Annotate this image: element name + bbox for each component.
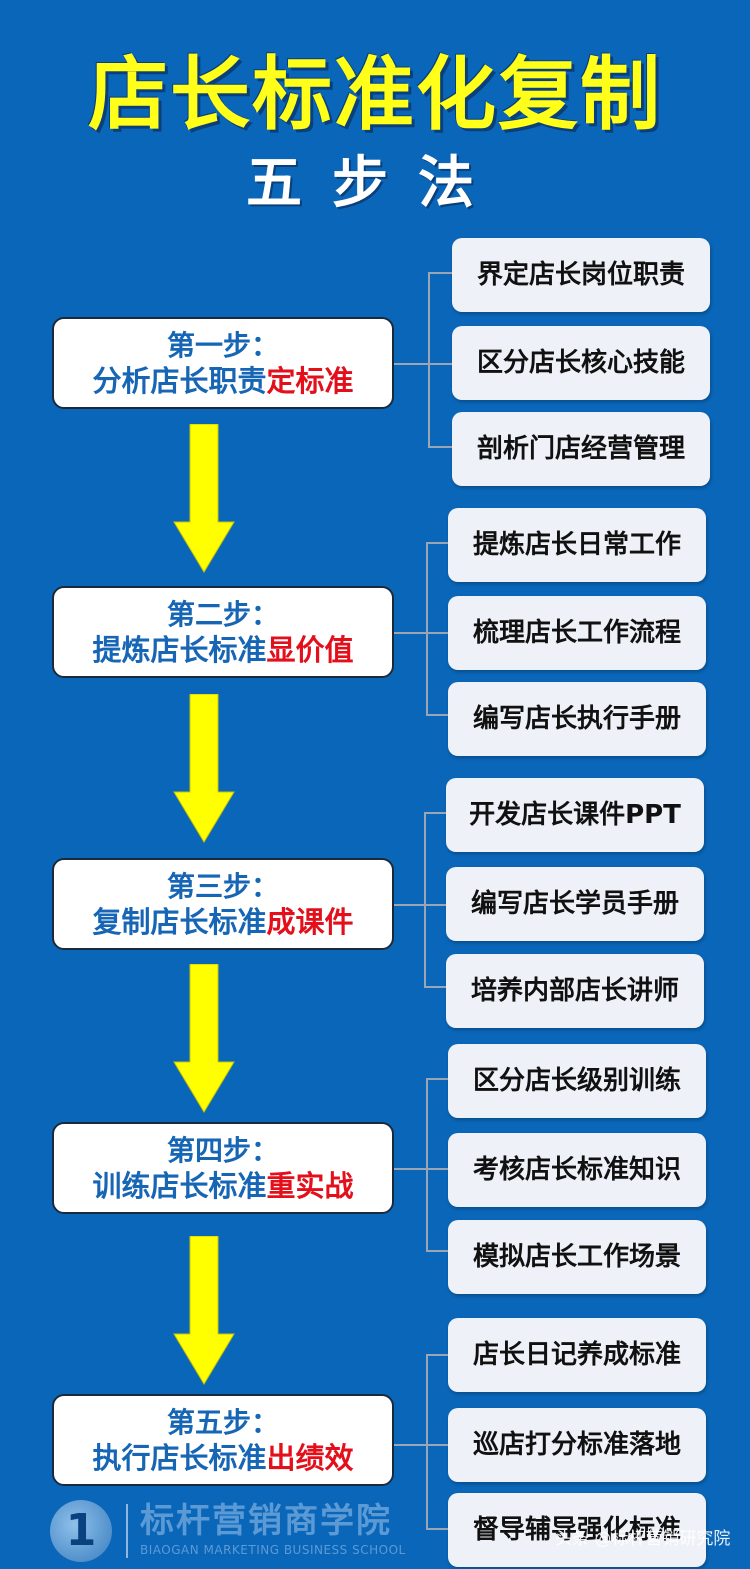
step-text: 复制店长标准成课件 — [54, 904, 392, 940]
step-item: 店长日记养成标准 — [448, 1318, 706, 1392]
step-item: 区分店长级别训练 — [448, 1044, 706, 1118]
step-item: 模拟店长工作场景 — [448, 1220, 706, 1294]
step-main-text: 分析店长职责 — [92, 364, 267, 398]
step-item: 提炼店长日常工作 — [448, 508, 706, 582]
connector-line — [428, 446, 452, 448]
down-arrow-icon — [173, 1236, 235, 1385]
step-text: 分析店长职责定标准 — [54, 363, 392, 399]
connector-line — [426, 1354, 428, 1530]
connector-line — [426, 1250, 450, 1252]
connector-line — [428, 272, 452, 274]
connector-line — [426, 1354, 450, 1356]
step-item: 督导辅导强化标准 — [448, 1493, 706, 1567]
step-text: 训练店长标准重实战 — [54, 1168, 392, 1204]
connector-line — [392, 904, 426, 906]
step-item: 培养内部店长讲师 — [446, 954, 704, 1028]
connector-line — [394, 363, 430, 365]
step-1-box: 第一步： 分析店长职责定标准 — [52, 317, 394, 409]
connector-line — [424, 986, 446, 988]
connector-line — [426, 632, 450, 634]
step-item: 区分店长核心技能 — [452, 326, 710, 400]
step-item: 考核店长标准知识 — [448, 1133, 706, 1207]
down-arrow-icon — [173, 964, 235, 1113]
step-5-box: 第五步： 执行店长标准出绩效 — [52, 1394, 394, 1486]
step-main-text: 复制店长标准 — [92, 905, 267, 939]
step-emphasis: 重实战 — [266, 1169, 354, 1203]
logo-english-name: BIAOGAN MARKETING BUSINESS SCHOOL — [140, 1543, 406, 1557]
connector-line — [424, 904, 446, 906]
logo-mark-icon: 1 — [50, 1500, 112, 1562]
step-main-text: 执行店长标准 — [92, 1441, 267, 1475]
page-title: 店长标准化复制 — [88, 48, 662, 141]
connector-line — [428, 272, 430, 448]
connector-line — [426, 1444, 450, 1446]
step-2-box: 第二步： 提炼店长标准显价值 — [52, 586, 394, 678]
step-text: 执行店长标准出绩效 — [54, 1440, 392, 1476]
step-emphasis: 成课件 — [266, 905, 354, 939]
connector-line — [426, 542, 428, 716]
connector-line — [426, 714, 450, 716]
connector-line — [426, 1078, 450, 1080]
connector-line — [426, 542, 450, 544]
step-emphasis: 显价值 — [266, 633, 354, 667]
watermark: 头条 @标杆营销研究院 — [555, 1529, 731, 1549]
step-label: 第一步： — [166, 329, 279, 362]
down-arrow-icon — [173, 424, 235, 573]
step-item: 开发店长课件PPT — [446, 778, 704, 852]
connector-line — [424, 812, 446, 814]
step-label: 第四步： — [166, 1134, 279, 1167]
step-item: 编写店长学员手册 — [446, 867, 704, 941]
step-main-text: 训练店长标准 — [92, 1169, 267, 1203]
down-arrow-icon — [173, 694, 235, 843]
brand-logo: 1 标杆营销商学院 BIAOGAN MARKETING BUSINESS SCH… — [50, 1498, 405, 1564]
step-item: 界定店长岗位职责 — [452, 238, 710, 312]
connector-line — [392, 1444, 428, 1446]
connector-line — [428, 363, 452, 365]
connector-line — [392, 1168, 428, 1170]
connector-line — [426, 1078, 428, 1252]
step-item: 梳理店长工作流程 — [448, 596, 706, 670]
step-emphasis: 出绩效 — [266, 1441, 354, 1475]
step-emphasis: 定标准 — [266, 364, 354, 398]
step-label: 第五步： — [166, 1406, 279, 1439]
step-3-box: 第三步： 复制店长标准成课件 — [52, 858, 394, 950]
step-item: 编写店长执行手册 — [448, 682, 706, 756]
step-label: 第三步： — [166, 870, 279, 903]
step-main-text: 提炼店长标准 — [92, 633, 267, 667]
connector-line — [392, 632, 428, 634]
logo-name: 标杆营销商学院 — [140, 1501, 392, 1541]
step-4-box: 第四步： 训练店长标准重实战 — [52, 1122, 394, 1214]
step-label: 第二步： — [166, 598, 279, 631]
connector-line — [426, 1168, 450, 1170]
page-subtitle: 五步法 — [246, 150, 504, 216]
step-item: 剖析门店经营管理 — [452, 412, 710, 486]
step-item: 巡店打分标准落地 — [448, 1408, 706, 1482]
connector-line — [424, 812, 426, 988]
step-text: 提炼店长标准显价值 — [54, 632, 392, 668]
connector-line — [426, 1528, 450, 1530]
logo-divider — [126, 1504, 128, 1558]
